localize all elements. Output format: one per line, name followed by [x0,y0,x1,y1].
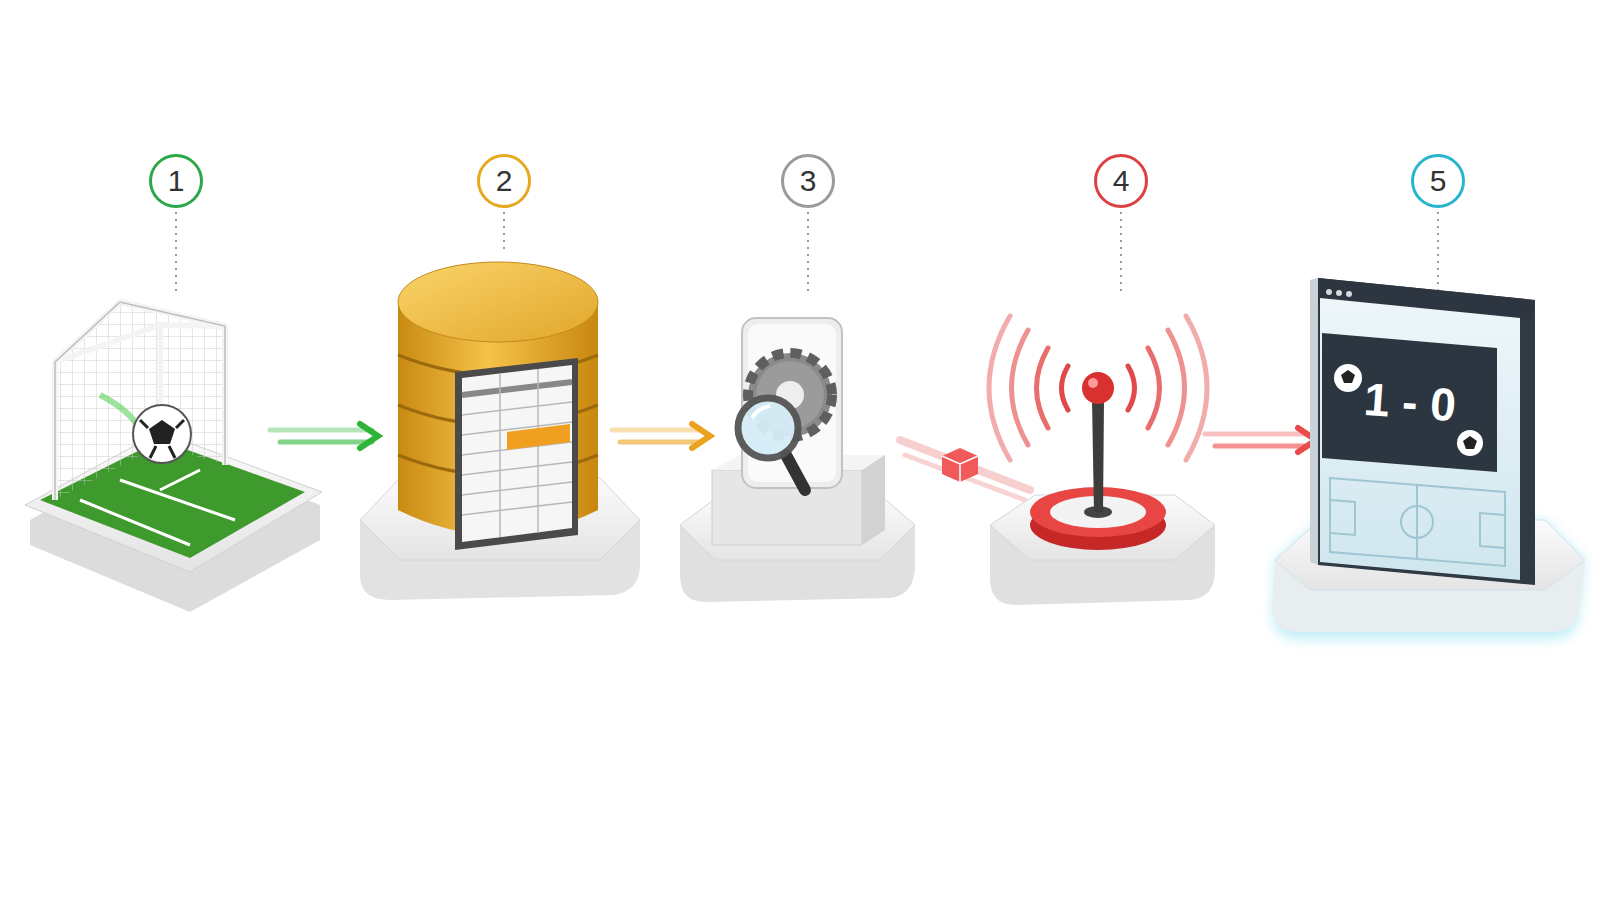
step-number: 3 [800,166,817,196]
step-number-circle: 4 [1094,154,1148,208]
step-number: 1 [168,166,185,196]
step-number: 5 [1430,166,1447,196]
step-number-circle: 5 [1411,154,1465,208]
step-number-circle: 1 [149,154,203,208]
step-number: 2 [496,166,513,196]
step-number: 4 [1113,166,1130,196]
step-number-circle: 2 [477,154,531,208]
step-number-circle: 3 [781,154,835,208]
score-text: 1 - 0 [1362,376,1457,428]
